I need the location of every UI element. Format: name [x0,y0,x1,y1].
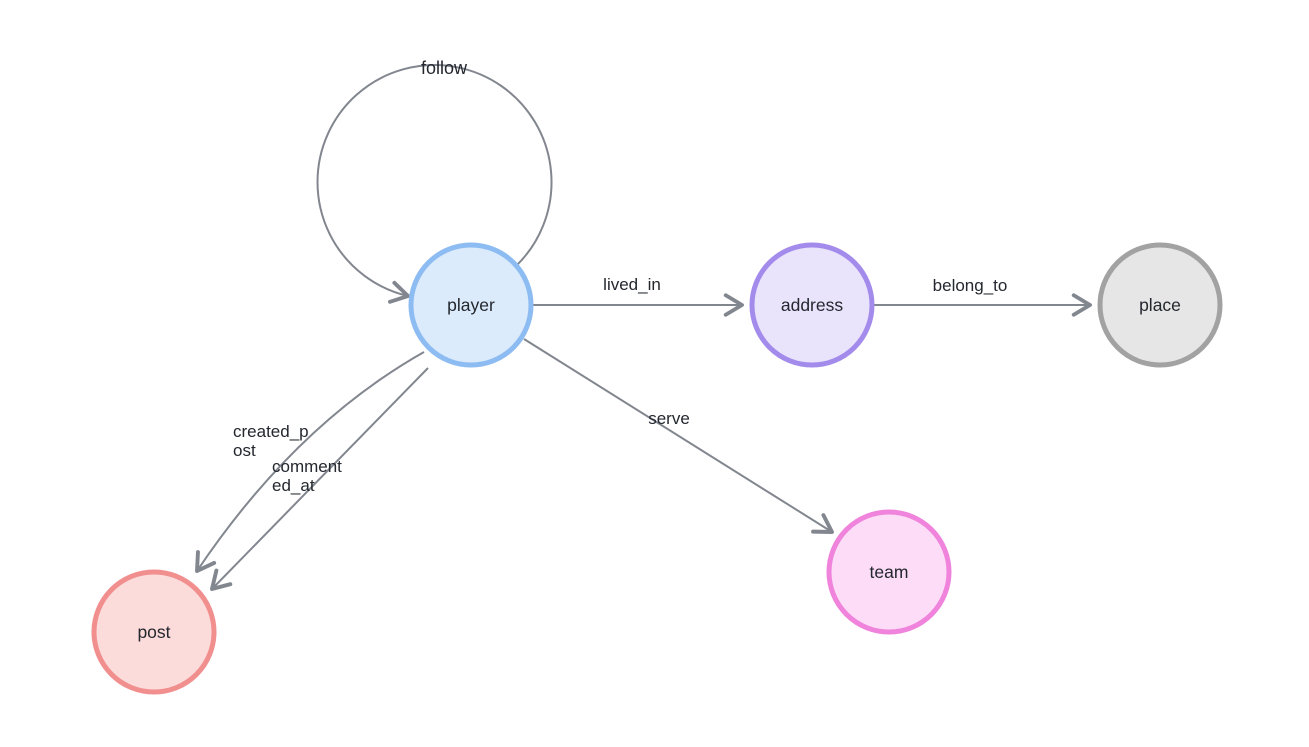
node-team[interactable]: team [826,509,952,635]
edge-commented-at-label-line2: ed_at [272,476,315,495]
node-address-label: address [781,295,844,315]
node-player[interactable]: player [408,242,534,368]
edge-follow-label: follow [421,58,468,78]
node-post[interactable]: post [91,569,217,695]
edge-serve-line[interactable] [523,338,834,534]
node-address[interactable]: address [749,242,875,368]
edge-belong-to-label: belong_to [933,276,1008,295]
edge-serve-label: serve [648,409,690,428]
node-player-label: player [447,295,495,315]
node-team-circle[interactable] [826,509,952,635]
edge-commented-at-line[interactable] [210,367,429,591]
node-place[interactable]: place [1097,242,1223,368]
edge-follow-line[interactable] [316,64,553,304]
node-place-label: place [1139,295,1181,315]
node-place-circle[interactable] [1097,242,1223,368]
node-team-label: team [870,562,909,582]
node-post-label: post [137,622,170,642]
edge-lived-in-label: lived_in [603,275,661,294]
edge-created-post-label-line2: ost [233,441,256,460]
edge-created-post-line[interactable] [195,351,425,573]
edge-commented-at-label-line1: comment [272,457,342,476]
node-address-circle[interactable] [749,242,875,368]
edge-created-post-label-line1: created_p [233,422,309,441]
node-player-circle[interactable] [408,242,534,368]
node-post-circle[interactable] [91,569,217,695]
